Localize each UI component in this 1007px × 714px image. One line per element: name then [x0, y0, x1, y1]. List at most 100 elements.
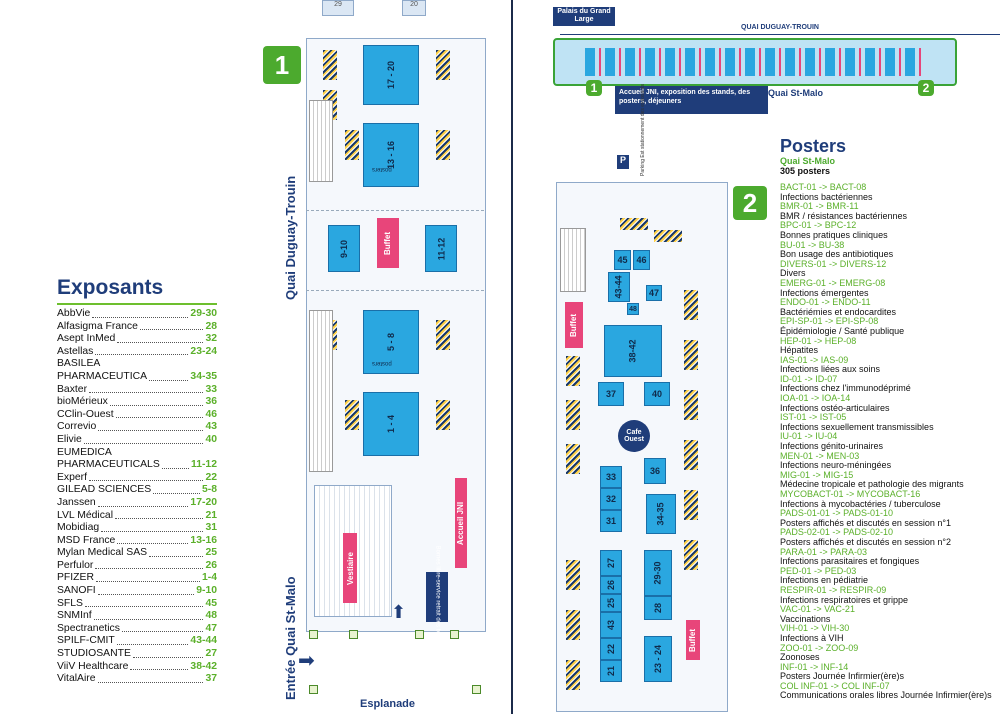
poster-rack	[566, 356, 580, 386]
exposant-name: ViiV Healthcare	[57, 660, 129, 672]
overview-zone-1: 1	[586, 80, 602, 96]
stand-26: 26	[600, 576, 622, 594]
exposant-name: Asept InMed	[57, 333, 116, 345]
leader-dots	[89, 480, 204, 482]
poster-category: Infections à VIH	[780, 632, 844, 643]
poster-category: Zoonoses	[780, 652, 820, 663]
stand-17-20: 17 - 20	[363, 45, 419, 105]
exposant-stand: 28	[205, 320, 217, 332]
stand-32: 32	[600, 488, 622, 510]
posters-tag-2: posters	[372, 360, 392, 366]
exposant-name: Astellas	[57, 345, 94, 357]
top-room-2: 20	[402, 0, 426, 16]
overview-building	[553, 38, 957, 86]
poster-code: MEN-01 -> MEN-03	[780, 450, 860, 461]
poster-code: COL INF-01 -> COL INF-07	[780, 680, 890, 691]
poster-category: Bonnes pratiques cliniques	[780, 229, 888, 240]
poster-code: IAS-01 -> IAS-09	[780, 354, 849, 365]
stand-13-16: 13 - 16	[363, 123, 419, 187]
poster-category: Infections en pédiatrie	[780, 575, 869, 586]
exposant-name: Alfasigma France	[57, 320, 138, 332]
leader-dots	[132, 656, 204, 658]
exposant-name: Mobidiag	[57, 522, 100, 534]
poster-rack	[323, 50, 337, 80]
exposant-stand: 47	[205, 622, 217, 634]
posters-subtitle: Quai St-Malo	[780, 156, 836, 166]
buffet-2: Buffet	[565, 302, 583, 348]
leader-dots	[89, 392, 204, 394]
poster-code: BPC-01 -> BPC-12	[780, 220, 857, 231]
exposant-stand: 17-20	[190, 496, 217, 508]
poster-category: Infections ostéo-articulaires	[780, 402, 890, 413]
exposant-name: AbbVie	[57, 308, 91, 319]
poster-code: IU-01 -> IU-04	[780, 431, 838, 442]
exposant-row: EUMEDICA	[57, 447, 217, 460]
exposant-name: PHARMACEUTICA	[57, 370, 148, 382]
stand-43-44: 43-44	[608, 272, 630, 302]
leader-dots	[149, 555, 204, 557]
exposant-row: PHARMACEUTICA 34-35	[57, 371, 217, 384]
stand-33: 33	[600, 466, 622, 488]
pillar	[415, 630, 424, 639]
parking-note: Parking Est stationnement des exposants	[640, 84, 646, 176]
stand-9-10: 9-10	[328, 225, 360, 272]
overview-zone-2: 2	[918, 80, 934, 96]
poster-category: Bon usage des antibiotiques	[780, 249, 894, 260]
hall-separator-1	[306, 210, 484, 211]
pillar	[309, 630, 318, 639]
exposant-name: GILEAD SCIENCES	[57, 484, 152, 496]
exposant-stand: 46	[205, 408, 217, 420]
stand-43b: 43	[600, 612, 622, 638]
exposant-stand: 23-24	[190, 345, 217, 357]
exposant-name: SPILF-CMIT	[57, 635, 115, 647]
poster-rack	[566, 560, 580, 590]
poster-code: IST-01 -> IST-05	[780, 412, 847, 423]
exposant-stand: 34-35	[190, 370, 217, 382]
exposant-name: CClin-Ouest	[57, 408, 114, 420]
poster-rack	[684, 440, 698, 470]
exposant-stand: 33	[205, 383, 217, 395]
poster-category: Divers	[780, 268, 806, 279]
exposant-name: bioMérieux	[57, 396, 108, 408]
exposant-row: Astellas 23-24	[57, 346, 217, 359]
exposants-title: Exposants	[57, 276, 164, 299]
stand-47: 47	[646, 285, 662, 301]
exposant-stand: 31	[205, 522, 217, 534]
poster-code: BMR-01 -> BMR-11	[780, 201, 859, 212]
leader-dots	[97, 593, 195, 595]
exposant-name: VitalAire	[57, 673, 96, 685]
exposant-stand: 29-30	[190, 308, 217, 319]
stand-36: 36	[644, 458, 666, 484]
leader-dots	[95, 354, 189, 356]
stand-25: 25	[600, 594, 622, 612]
poster-category: Infections émergentes	[780, 287, 869, 298]
poster-rack	[684, 340, 698, 370]
exposant-stand: 26	[205, 559, 217, 571]
exposant-stand: 36	[205, 396, 217, 408]
stand-34-35: 34-35	[646, 494, 676, 534]
poster-code: IOA-01 -> IOA-14	[780, 393, 851, 404]
stand-1-4: 1 - 4	[363, 392, 419, 456]
poster-rack	[566, 610, 580, 640]
poster-category: Posters affichés et discutés en session …	[780, 536, 952, 547]
poster-category: Vaccinations	[780, 613, 831, 624]
exposant-row: Mobidiag 31	[57, 522, 217, 535]
poster-code: BU-01 -> BU-38	[780, 239, 845, 250]
exposant-name: Elivie	[57, 433, 82, 445]
poster-category: Hépatites	[780, 345, 819, 356]
stand-27: 27	[600, 550, 622, 576]
stand-23-24: 23 - 24	[644, 636, 672, 682]
exposant-name: STUDIOSANTE	[57, 648, 131, 660]
exposant-row: AbbVie 29-30	[57, 308, 217, 321]
leader-dots	[95, 568, 204, 570]
poster-rack	[684, 540, 698, 570]
stand-48: 48	[627, 303, 639, 315]
